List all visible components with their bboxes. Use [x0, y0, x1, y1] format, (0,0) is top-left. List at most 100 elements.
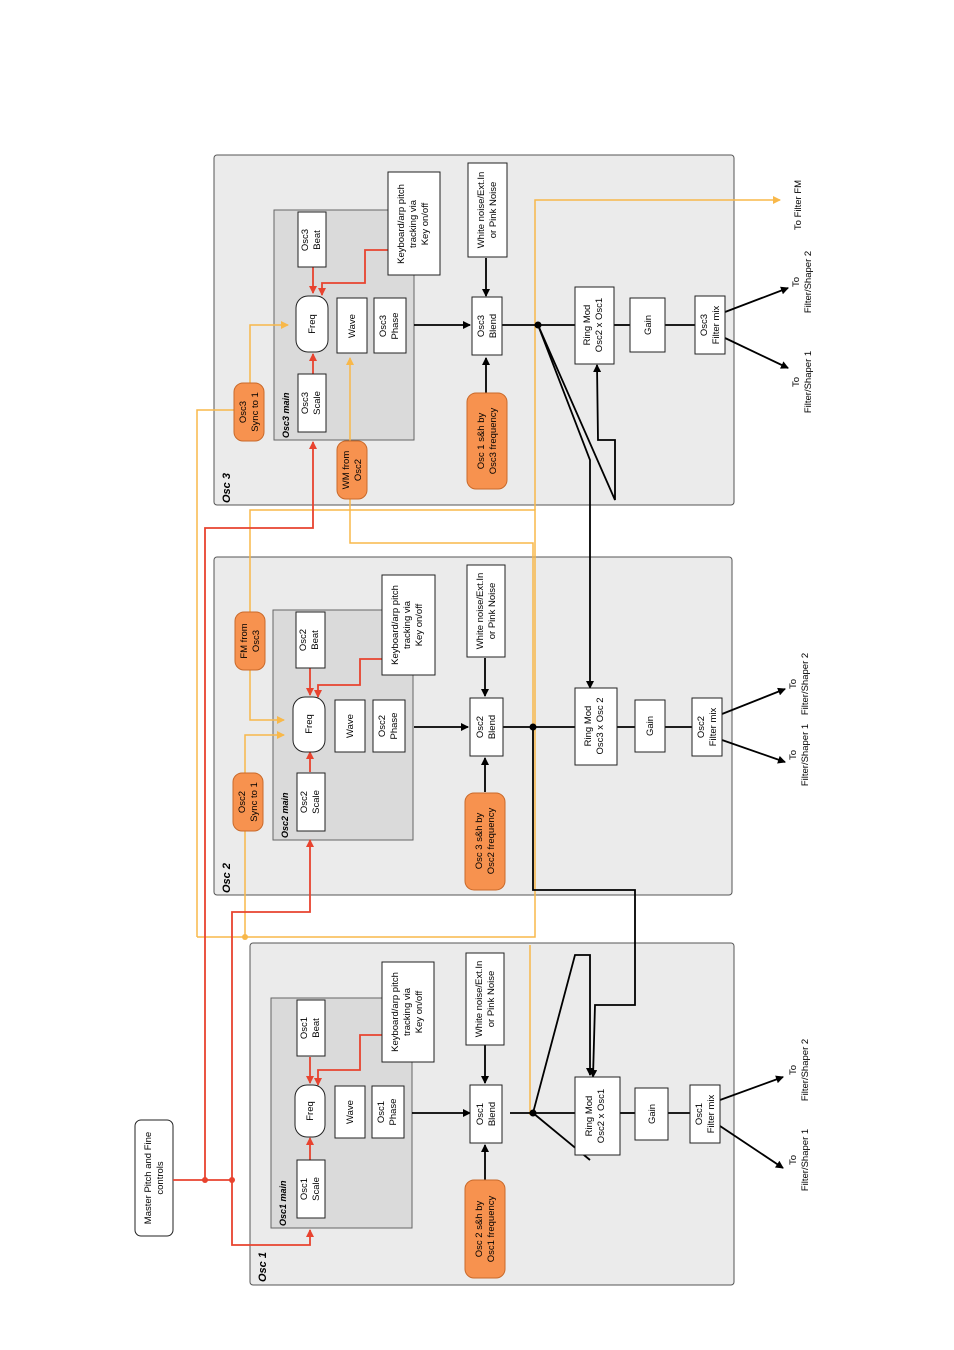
svg-text:Wave: Wave	[345, 714, 356, 738]
svg-text:Osc2 x Osc1: Osc2 x Osc1	[594, 298, 605, 352]
svg-text:Beat: Beat	[310, 630, 321, 650]
svg-text:or Pink Noise: or Pink Noise	[486, 971, 497, 1028]
svg-text:Osc2: Osc2	[377, 715, 388, 737]
svg-text:Osc2 x Osc1: Osc2 x Osc1	[596, 1089, 607, 1143]
master-line2: controls	[155, 1161, 166, 1195]
svg-text:Gain: Gain	[643, 315, 654, 335]
svg-text:Osc1: Osc1	[376, 1101, 387, 1123]
osc2-wave-block	[334, 699, 366, 753]
svg-text:To: To	[788, 1155, 799, 1165]
osc2-gain-block	[634, 699, 666, 753]
svg-text:Filter/Shaper 1: Filter/Shaper 1	[803, 351, 814, 413]
osc3-sh-block	[466, 392, 508, 490]
svg-text:Key on/off: Key on/off	[420, 202, 431, 245]
osc1-title: Osc 1	[257, 1252, 269, 1282]
svg-text:Blend: Blend	[488, 314, 499, 338]
svg-text:Osc1: Osc1	[299, 1178, 310, 1200]
svg-text:Osc2: Osc2	[298, 629, 309, 651]
osc1-filtermix-block	[689, 1084, 721, 1144]
svg-text:Osc2 frequency: Osc2 frequency	[486, 807, 497, 874]
osc2-beat-block	[295, 611, 326, 669]
svg-text:White noise/Ext.In: White noise/Ext.In	[474, 961, 485, 1038]
svg-text:To: To	[791, 277, 802, 287]
osc2-title: Osc 2	[221, 863, 233, 893]
svg-text:Beat: Beat	[311, 1018, 322, 1038]
osc1-ringmod-block	[574, 1076, 621, 1156]
osc3-phase-block	[373, 297, 407, 354]
master-pitch-box	[134, 1119, 174, 1237]
filter-fm-label: To Filter FM	[793, 180, 804, 230]
osc3-title: Osc 3	[221, 473, 233, 503]
svg-text:Osc2: Osc2	[696, 716, 707, 738]
svg-text:Freq: Freq	[305, 1101, 316, 1121]
svg-text:Osc3 x Osc 2: Osc3 x Osc 2	[595, 697, 606, 754]
svg-text:Keyboard/arp pitch: Keyboard/arp pitch	[390, 972, 401, 1052]
svg-text:Filter mix: Filter mix	[706, 1094, 717, 1133]
svg-text:Key on/off: Key on/off	[414, 603, 425, 646]
svg-text:Filter mix: Filter mix	[711, 305, 722, 344]
red-junction-2	[229, 1177, 235, 1183]
osc1-wave-block	[334, 1085, 366, 1139]
svg-text:Filter/Shaper 2: Filter/Shaper 2	[800, 1039, 811, 1101]
svg-text:Blend: Blend	[487, 1102, 498, 1126]
master-line1: Master Pitch and Fine	[143, 1132, 154, 1224]
red-junction-1	[202, 1177, 208, 1183]
svg-text:Freq: Freq	[307, 314, 318, 334]
osc1-gain-block	[634, 1087, 669, 1141]
osc2-filtermix-block	[691, 697, 723, 757]
osc1-scale-block	[296, 1159, 326, 1219]
svg-text:Scale: Scale	[311, 790, 322, 814]
svg-text:Scale: Scale	[311, 1177, 322, 1201]
svg-text:Ring Mod: Ring Mod	[582, 305, 593, 346]
yellow-routing	[196, 196, 781, 1115]
svg-text:Sync to 1: Sync to 1	[250, 392, 261, 432]
osc1-main-label: Osc1 main	[278, 1180, 288, 1226]
osc1-blend-junction	[529, 1109, 537, 1117]
svg-text:Filter mix: Filter mix	[708, 707, 719, 746]
svg-text:White noise/Ext.In: White noise/Ext.In	[476, 172, 487, 249]
svg-text:tracking via: tracking via	[402, 600, 413, 649]
svg-text:Gain: Gain	[645, 716, 656, 736]
osc3-scale-block	[297, 373, 327, 433]
svg-text:Osc 3 s&h by: Osc 3 s&h by	[474, 813, 485, 870]
svg-text:Osc3: Osc3	[251, 630, 262, 652]
yellow-junction	[242, 934, 248, 940]
svg-text:Beat: Beat	[312, 230, 323, 250]
svg-text:Sync to 1: Sync to 1	[249, 782, 260, 822]
osc3-ringmod-block	[574, 286, 615, 365]
osc2-blend-junction	[529, 723, 537, 731]
osc1-blend-block	[469, 1084, 503, 1144]
osc2-keyboard-block	[381, 574, 436, 676]
svg-text:Osc3: Osc3	[300, 392, 311, 414]
osc3-wave-block	[336, 297, 368, 354]
osc2-scale-block	[296, 772, 326, 832]
svg-text:Osc2: Osc2	[237, 791, 248, 813]
svg-text:tracking via: tracking via	[402, 987, 413, 1036]
svg-text:or Pink Noise: or Pink Noise	[488, 182, 499, 239]
svg-text:Filter/Shaper 1: Filter/Shaper 1	[800, 724, 811, 786]
osc2-noise-block	[466, 564, 506, 658]
svg-text:Osc1 frequency: Osc1 frequency	[486, 1195, 497, 1262]
osc1-noise-block	[465, 952, 505, 1046]
osc3-main-label: Osc3 main	[281, 392, 291, 438]
svg-text:Filter/Shaper 2: Filter/Shaper 2	[800, 653, 811, 715]
svg-text:Filter/Shaper 1: Filter/Shaper 1	[800, 1129, 811, 1191]
osc1-sh-block	[464, 1179, 506, 1279]
osc3-blend-junction	[534, 321, 542, 329]
svg-text:Freq: Freq	[304, 714, 315, 734]
svg-text:Osc 1 s&h by: Osc 1 s&h by	[476, 413, 487, 470]
svg-text:Phase: Phase	[389, 713, 400, 740]
svg-text:Gain: Gain	[647, 1104, 658, 1124]
osc2-sync-block	[232, 772, 264, 832]
svg-text:Phase: Phase	[390, 313, 401, 340]
osc2-phase-block	[372, 699, 406, 753]
svg-text:tracking via: tracking via	[408, 199, 419, 248]
svg-text:FM from: FM from	[239, 623, 250, 658]
svg-text:Wave: Wave	[347, 314, 358, 338]
svg-text:Osc1: Osc1	[475, 1103, 486, 1125]
osc1-freq-block	[294, 1084, 326, 1138]
svg-text:Osc3: Osc3	[699, 314, 710, 336]
osc1-phase-block	[371, 1085, 405, 1139]
svg-text:Wave: Wave	[345, 1100, 356, 1124]
